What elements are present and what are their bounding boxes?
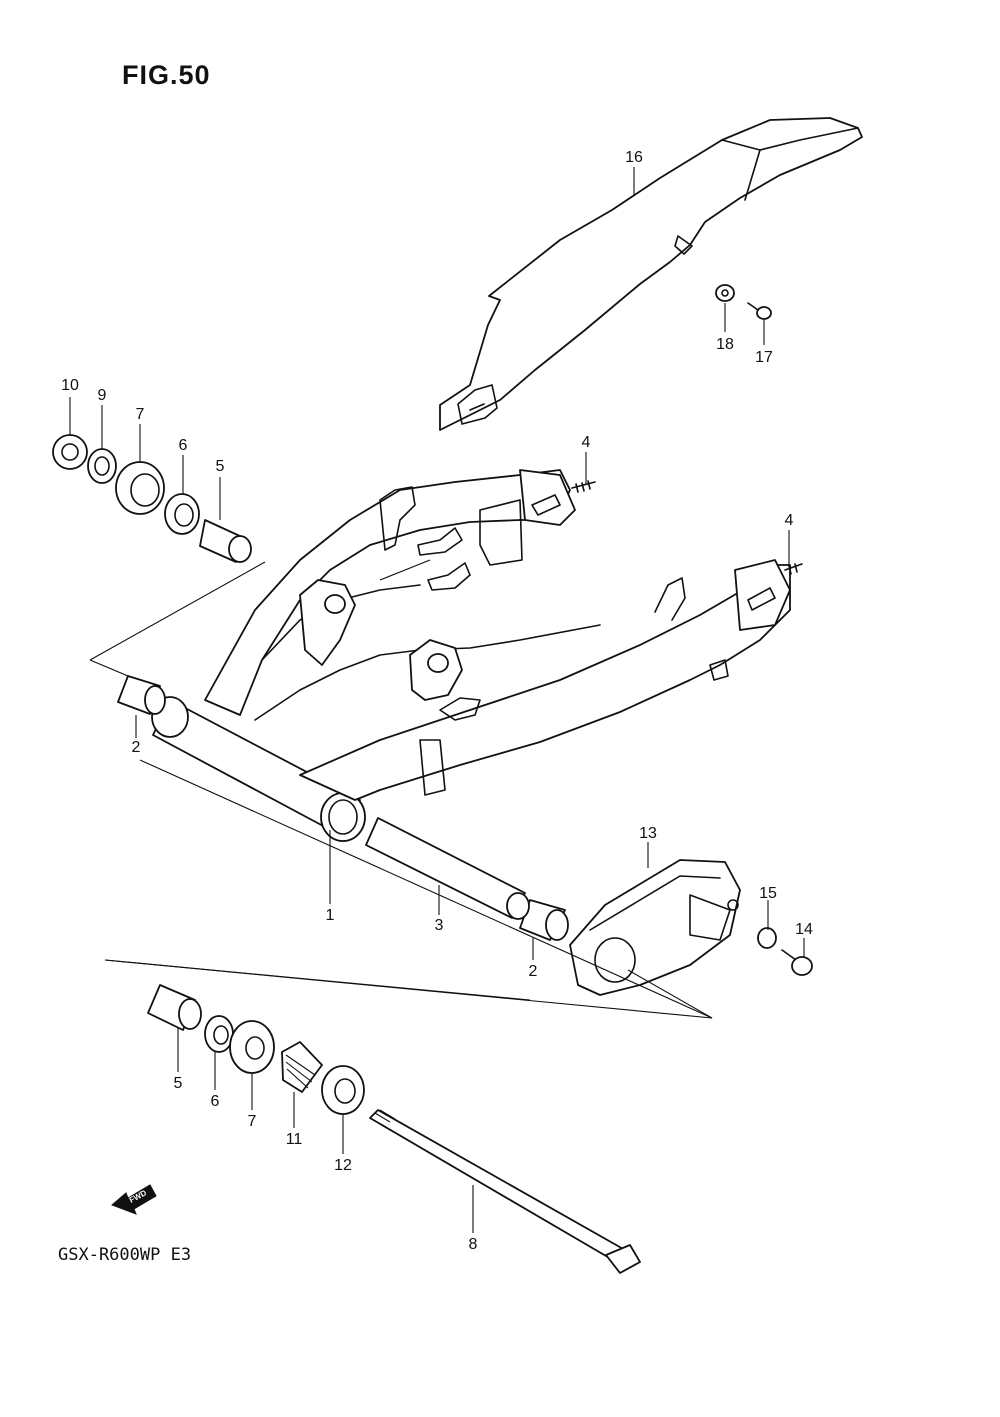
callout-8: 8 <box>469 1236 478 1253</box>
spacer-part-5 <box>147 984 202 1031</box>
lock-nut-part-12 <box>321 1065 365 1115</box>
callout-11: 11 <box>286 1131 303 1148</box>
seal-part-6 <box>204 1015 234 1053</box>
bearing-part-2 <box>117 675 166 715</box>
callout-14: 14 <box>795 921 813 938</box>
pivot-shaft-part-8 <box>369 1109 641 1274</box>
seal-part-6 <box>164 493 200 535</box>
callout-7: 7 <box>136 406 145 423</box>
collar-part-15 <box>757 927 777 949</box>
callout-15: 15 <box>759 885 777 902</box>
model-code: GSX-R600WP E3 <box>58 1245 192 1265</box>
swingarm-part-1 <box>151 469 791 842</box>
callout-5: 5 <box>174 1075 183 1092</box>
adjuster-bolt-part-4 <box>784 563 803 575</box>
washer-part-18 <box>715 284 735 302</box>
adjuster-bolt-part-4 <box>571 480 596 493</box>
leader-lines <box>69 167 805 1233</box>
callout-6: 6 <box>179 437 188 454</box>
chain-slider-part-13 <box>569 859 741 996</box>
spacer-part-5 <box>199 519 252 563</box>
callout-16: 16 <box>625 149 643 166</box>
callout-10: 10 <box>61 377 79 394</box>
washer-part-9 <box>87 448 117 484</box>
callout-17: 17 <box>755 349 773 366</box>
adjuster-part-11 <box>281 1041 323 1093</box>
bearing-part-7 <box>115 461 165 515</box>
figure-title: FIG.50 <box>122 60 211 90</box>
callout-4: 4 <box>785 512 794 529</box>
forward-arrow-icon: FWD <box>111 1184 157 1215</box>
callout-7: 7 <box>248 1113 257 1130</box>
bearing-part-7 <box>229 1020 275 1074</box>
callout-1: 1 <box>326 907 335 924</box>
nut-part-10 <box>52 434 88 470</box>
screw-part-17 <box>747 302 772 320</box>
callout-12: 12 <box>334 1157 352 1174</box>
callout-labels: 10 9 7 6 5 16 18 17 4 4 2 1 3 2 13 15 14… <box>61 149 813 1253</box>
callout-2: 2 <box>132 739 141 756</box>
assembly-guide-lines <box>89 559 713 1019</box>
bearing-part-2 <box>519 899 569 941</box>
callout-3: 3 <box>435 917 444 934</box>
callout-2: 2 <box>529 963 538 980</box>
callout-18: 18 <box>716 336 734 353</box>
callout-9: 9 <box>98 387 107 404</box>
callout-13: 13 <box>639 825 657 842</box>
callout-5: 5 <box>216 458 225 475</box>
bolt-part-14 <box>781 949 813 976</box>
chain-case-part-16 <box>439 117 863 431</box>
callout-4: 4 <box>582 434 591 451</box>
callout-6: 6 <box>211 1093 220 1110</box>
spacer-tube-part-3 <box>365 817 530 920</box>
